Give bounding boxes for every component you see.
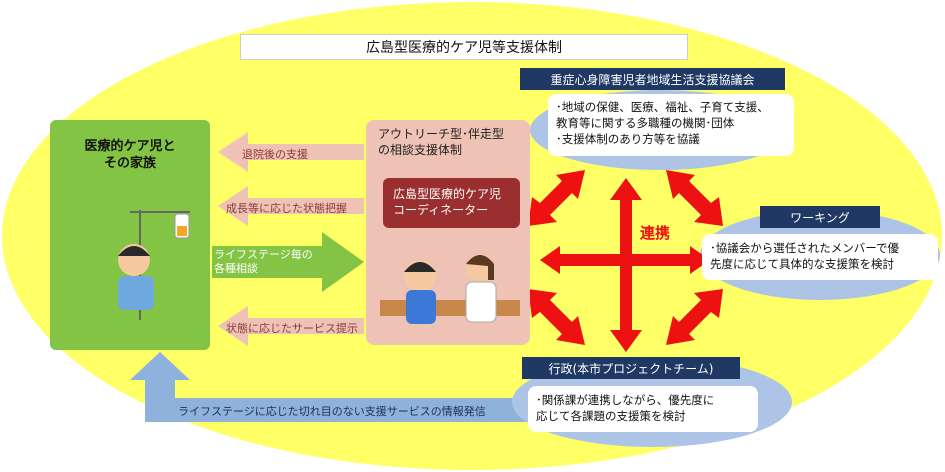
service-label: 状態に応じたサービス提示: [226, 322, 358, 335]
renkei-arrows: [528, 170, 723, 352]
family-label: 医療的ケア児と その家族: [84, 139, 176, 171]
consult-label: アウトリーチ型･伴走型 の相談支援体制: [378, 127, 505, 157]
service-arrow: [218, 306, 364, 346]
admin-card: ･関係課が連携しながら、優先度に 応じて各課題の支援策を検討: [528, 386, 758, 432]
renkei-label: 連携: [640, 224, 671, 242]
page-title: 広島型医療的ケア児等支援体制: [240, 34, 688, 60]
discharge-label: 退院後の支援: [242, 148, 308, 161]
lifestage-label: ライフステージ毎の 各種相談: [214, 248, 313, 275]
admin-header: 行政(本市プロジェクトチーム): [522, 357, 740, 379]
consultation-illustration: [380, 254, 520, 324]
discharge-arrow: [218, 132, 364, 172]
council-card: ･地域の保健、医療、福祉、子育て支援、 教育等に関する多職種の機関･団体 ･支援…: [548, 94, 794, 156]
growth-arrow: [218, 186, 364, 226]
working-header: ワーキング: [760, 206, 880, 228]
coordinator-box: 広島型医療的ケア児 コーディネーター: [383, 178, 520, 228]
growth-label: 成長等に応じた状態把握: [226, 202, 347, 215]
lifestage-arrow: [212, 232, 364, 292]
working-card: ･協議会から選任されたメンバーで優 先度に応じて具体的な支援策を検討: [702, 234, 938, 280]
child-illustration: [118, 210, 190, 320]
council-header: 重症心身障害児者地域生活支援協議会: [520, 68, 785, 90]
info-label: ライフステージに応じた切れ目のない支援サービスの情報発信: [178, 405, 486, 418]
